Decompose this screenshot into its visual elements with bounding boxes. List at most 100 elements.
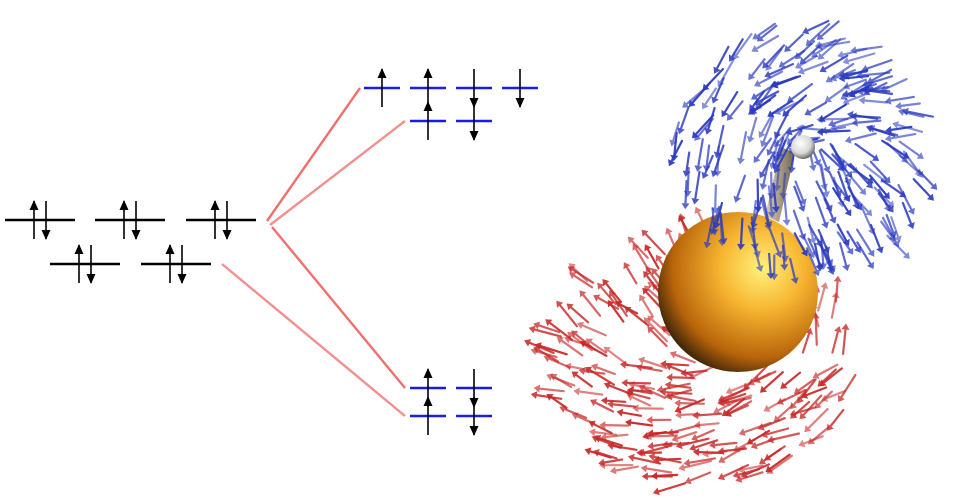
field-arrow <box>793 232 808 257</box>
field-arrow <box>738 421 772 436</box>
field-arrow <box>737 131 748 165</box>
field-arrow <box>759 159 770 190</box>
field-arrow <box>817 38 842 60</box>
field-arrow <box>702 87 718 110</box>
field-arrow <box>664 381 692 390</box>
field-arrow <box>844 132 877 144</box>
connector-line <box>271 226 406 389</box>
field-arrow <box>801 327 813 354</box>
field-arrow <box>732 32 753 60</box>
field-arrow <box>842 68 869 80</box>
field-arrow <box>850 45 883 55</box>
field-arrow <box>753 137 773 163</box>
field-arrow <box>821 389 847 402</box>
field-arrow <box>597 282 617 305</box>
field-arrow <box>641 229 666 256</box>
field-arrow <box>717 447 748 455</box>
field-arrow <box>669 121 681 147</box>
field-arrow <box>559 405 588 419</box>
field-arrow <box>804 407 829 433</box>
spin-up-arrow <box>423 68 433 107</box>
field-arrow <box>848 83 872 98</box>
field-arrow <box>598 458 624 467</box>
split-level <box>410 396 446 435</box>
field-arrow <box>785 123 814 136</box>
field-arrow <box>838 242 850 272</box>
field-arrow <box>644 244 660 270</box>
field-arrow <box>556 337 584 357</box>
field-arrow <box>733 174 747 203</box>
field-arrow <box>779 172 788 200</box>
field-arrow <box>647 326 668 348</box>
degenerate-level <box>50 244 120 284</box>
field-arrow <box>771 182 780 213</box>
field-arrow <box>533 384 565 393</box>
field-arrow <box>825 245 835 273</box>
field-arrow <box>897 183 915 215</box>
field-arrow <box>638 356 668 370</box>
field-arrow <box>917 169 938 190</box>
field-arrow <box>784 33 804 52</box>
field-arrow <box>528 325 563 338</box>
field-arrow <box>571 371 593 388</box>
field-arrow <box>641 472 673 481</box>
field-arrow <box>912 178 934 201</box>
field-arrow <box>880 220 896 242</box>
field-arrow <box>881 139 910 159</box>
field-arrow <box>861 207 876 235</box>
field-arrow <box>684 471 712 485</box>
field-arrow <box>564 362 591 372</box>
field-arrow <box>616 408 643 417</box>
field-arrow <box>838 373 857 403</box>
field-arrow <box>666 392 697 402</box>
connector-line <box>221 263 406 417</box>
spin-down-arrow <box>469 397 479 436</box>
field-arrow <box>665 363 693 377</box>
field-arrow <box>623 262 638 285</box>
field-arrow <box>793 185 806 212</box>
field-arrow <box>873 186 895 208</box>
field-arrow <box>709 441 738 449</box>
field-arrow <box>600 433 629 441</box>
field-arrow <box>753 245 764 272</box>
field-arrow <box>599 421 630 430</box>
field-arrow <box>805 247 821 277</box>
field-arrow <box>726 100 744 121</box>
field-arrow <box>855 228 875 257</box>
field-arrow <box>584 447 613 459</box>
field-arrow <box>737 464 764 474</box>
field-arrow <box>759 371 784 393</box>
field-arrow <box>621 378 652 387</box>
field-arrow <box>751 81 780 100</box>
field-arrow <box>799 45 821 65</box>
field-arrow <box>643 317 669 343</box>
field-arrow <box>692 411 723 420</box>
field-arrow <box>773 404 794 423</box>
field-arrow <box>868 174 890 200</box>
field-arrow <box>607 300 625 323</box>
field-arrow <box>856 241 874 269</box>
field-arrow <box>711 77 725 104</box>
spin-up-arrow <box>165 244 175 283</box>
field-arrow <box>816 115 849 124</box>
field-arrow <box>858 96 889 105</box>
field-arrow <box>647 315 671 337</box>
field-arrow <box>533 346 560 363</box>
field-arrow <box>773 143 792 174</box>
spin-up-arrow <box>423 101 433 140</box>
field-arrow <box>756 24 778 42</box>
spin-down-arrow <box>177 245 187 284</box>
spin-up-arrow <box>74 244 84 283</box>
field-arrow <box>898 140 924 159</box>
field-arrow <box>652 482 687 496</box>
field-arrow <box>833 275 842 303</box>
field-arrow <box>763 398 786 412</box>
field-arrow <box>732 468 761 479</box>
split-level <box>410 101 446 140</box>
bond-cylinder <box>765 147 795 222</box>
field-arrow <box>880 179 907 198</box>
degenerate-level <box>141 244 211 284</box>
field-arrow <box>843 78 867 90</box>
field-arrow <box>880 77 908 93</box>
field-arrow <box>689 439 719 452</box>
